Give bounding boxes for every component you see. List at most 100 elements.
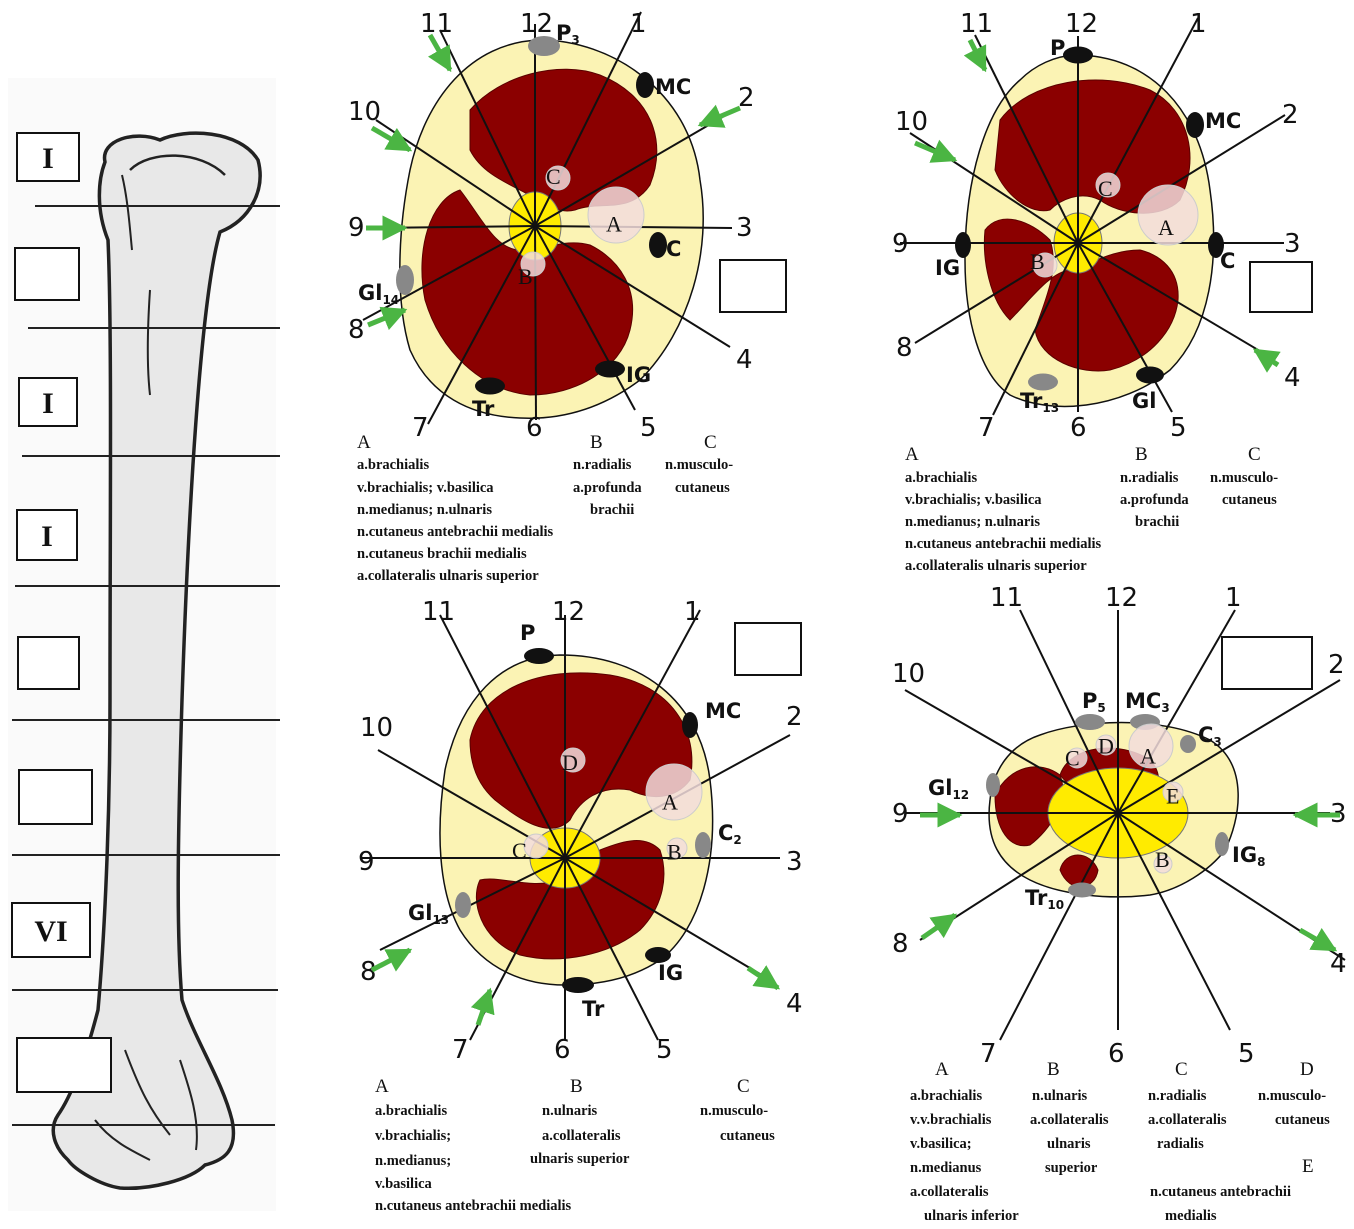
legend-line: n.musculo-: [700, 1103, 768, 1119]
access-arrow: [478, 990, 490, 1025]
clock-number-2: 2: [1328, 650, 1345, 680]
nerve-label: P: [520, 621, 535, 645]
zone-label: E: [1166, 783, 1179, 808]
clock-number-11: 11: [422, 597, 455, 627]
legend-line: v.brachialis; v.basilica: [357, 480, 494, 496]
nerve-label: Gl12: [928, 776, 969, 802]
clock-number-4: 4: [1284, 363, 1301, 393]
clock-number-10: 10: [348, 97, 381, 127]
nerve-label: C3: [1198, 723, 1222, 749]
clock-number-6: 6: [526, 413, 543, 443]
nerve-marker: [475, 378, 505, 395]
clock-number-2: 2: [1282, 100, 1299, 130]
clock-number-1: 1: [630, 9, 647, 39]
legend-heading: C: [1175, 1059, 1188, 1080]
nerve-marker: [1068, 883, 1096, 898]
legend-line: n.cutaneus antebrachii medialis: [375, 1198, 572, 1214]
legend-line: n.ulnaris: [542, 1103, 598, 1119]
nerve-marker: [955, 232, 971, 258]
zone-label: A: [606, 211, 622, 236]
legend-heading: C: [737, 1076, 750, 1097]
clock-number-5: 5: [1238, 1039, 1255, 1069]
nerve-label: C: [666, 237, 681, 261]
clock-number-10: 10: [892, 659, 925, 689]
nerve-marker: [1063, 47, 1093, 64]
legend-line: n.cutaneus brachii medialis: [357, 546, 527, 562]
nerve-label-sub: 13: [1042, 401, 1059, 415]
legend-line: n.ulnaris: [1032, 1088, 1088, 1104]
legend-heading: A: [357, 432, 371, 453]
humerus-level-label: I: [42, 387, 54, 420]
legend-heading: D: [1300, 1059, 1314, 1080]
zone-label: B: [518, 264, 533, 289]
legend-line: radialis: [1157, 1136, 1204, 1152]
legend-line: cutaneus: [675, 480, 730, 496]
clock-number-4: 4: [786, 989, 803, 1019]
nerve-label: Tr: [472, 397, 495, 421]
legend-line: n.cutaneus antebrachii medialis: [905, 536, 1102, 552]
access-arrow: [372, 950, 410, 970]
nerve-label-sub: 14: [382, 293, 399, 307]
legend-line: brachii: [1135, 514, 1179, 530]
zone-label: A: [1140, 743, 1156, 768]
legend-heading: C: [1248, 444, 1261, 465]
answer-box: [735, 623, 801, 675]
legend-line: v.basilica;: [910, 1136, 972, 1152]
clock-number-10: 10: [360, 713, 393, 743]
humerus-level-label: VI: [34, 915, 67, 948]
humerus-level-label: I: [42, 142, 54, 175]
clock-number-9: 9: [892, 799, 909, 829]
legend-line: n.musculo-: [1210, 470, 1278, 486]
legend-line: n.medianus: [910, 1160, 982, 1176]
nerve-marker: [1180, 735, 1196, 753]
nerve-label: MC3: [1125, 689, 1170, 715]
legend-line: a.brachialis: [905, 470, 977, 486]
nerve-marker: [649, 232, 667, 258]
legend-line: cutaneus: [1222, 492, 1277, 508]
nerve-marker: [455, 892, 471, 918]
nerve-label-sub: 3: [1161, 701, 1169, 715]
zone-label: C: [1098, 176, 1113, 201]
legend-heading: A: [905, 444, 919, 465]
legend-heading: B: [1135, 444, 1148, 465]
legend-heading: C: [704, 432, 717, 453]
clock-number-3: 3: [786, 847, 803, 877]
legend-line: a.collateralis: [542, 1128, 621, 1144]
clock-number-2: 2: [738, 83, 755, 113]
nerve-marker: [524, 648, 554, 664]
legend-heading: B: [590, 432, 603, 453]
nerve-label-sub: 5: [1097, 701, 1105, 715]
clock-number-1: 1: [684, 597, 701, 627]
clock-number-12: 12: [1105, 583, 1138, 613]
nerve-label: C2: [718, 821, 742, 847]
clock-number-12: 12: [1065, 9, 1098, 39]
legend-line: n.cutaneus antebrachii: [1150, 1184, 1291, 1200]
nerve-label: Gl: [1132, 389, 1156, 413]
nerve-label: MC: [1205, 109, 1241, 133]
legend-line: a.brachialis: [357, 457, 429, 473]
clock-number-4: 4: [736, 345, 753, 375]
clock-number-5: 5: [640, 413, 657, 443]
nerve-marker: [595, 361, 625, 378]
legend-line: cutaneus: [1275, 1112, 1330, 1128]
legend-line: ulnaris inferior: [924, 1208, 1019, 1224]
zone-label: D: [1098, 733, 1114, 758]
answer-box: [720, 260, 786, 312]
nerve-marker: [986, 773, 1000, 797]
clock-number-8: 8: [892, 929, 909, 959]
cross-section-panel-p1: 123456789101112P3MCCIGTrGl14ABCABCa.brac…: [348, 9, 755, 584]
answer-box: [1250, 262, 1312, 312]
legend-line: n.radialis: [573, 457, 632, 473]
clock-number-3: 3: [736, 213, 753, 243]
nerve-label-sub: 10: [1047, 898, 1064, 912]
nerve-label-sub: 8: [1257, 855, 1265, 869]
legend-line: v.brachialis; v.basilica: [905, 492, 1042, 508]
nerve-label-sub: 3: [571, 33, 579, 47]
nerve-marker: [1215, 832, 1229, 856]
humerus-level-box: [18, 637, 79, 689]
nerve-label: Tr: [582, 997, 605, 1021]
legend-line: medialis: [1165, 1208, 1217, 1224]
nerve-label: IG: [658, 961, 683, 985]
legend-line: n.cutaneus antebrachii medialis: [357, 524, 554, 540]
legend-heading: E: [1302, 1156, 1314, 1177]
